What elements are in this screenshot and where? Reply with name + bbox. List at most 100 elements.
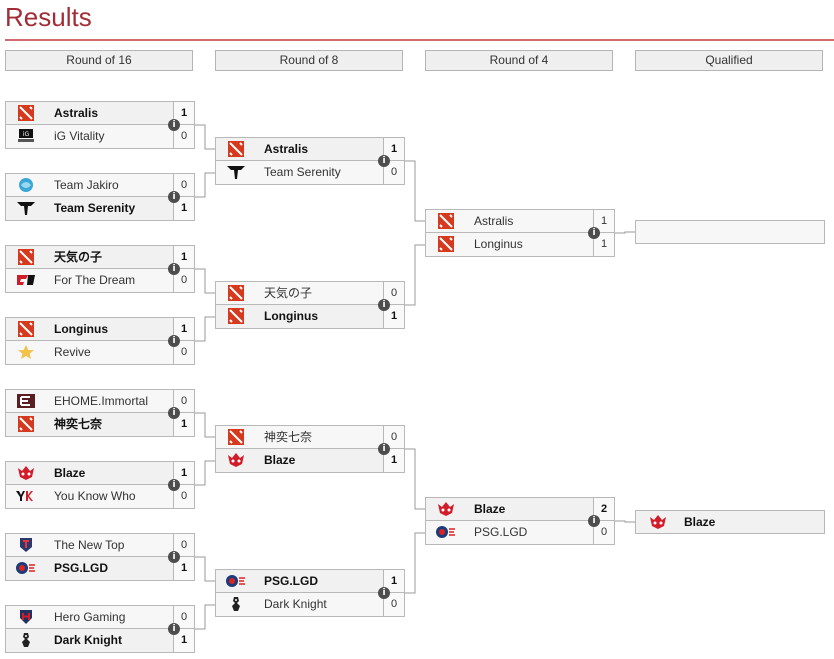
team-score: 1 xyxy=(173,413,194,436)
team-name: Team Jakiro xyxy=(54,178,119,192)
info-icon[interactable]: i xyxy=(378,155,390,167)
info-icon[interactable]: i xyxy=(168,191,180,203)
team-score: 0 xyxy=(173,485,194,508)
dark-knight-logo xyxy=(16,632,36,648)
info-icon[interactable]: i xyxy=(588,227,600,239)
team-name: Blaze xyxy=(54,466,86,480)
hero-gaming-logo xyxy=(16,609,36,625)
team-slot[interactable]: For The Dream 0 xyxy=(5,269,195,293)
team-slot[interactable]: Blaze 1 xyxy=(5,461,195,485)
team-score: 1 xyxy=(173,318,194,340)
team-score: 1 xyxy=(173,629,194,652)
team-score: 0 xyxy=(173,269,194,292)
qualified-slot-empty xyxy=(635,220,825,244)
info-icon[interactable]: i xyxy=(168,551,180,563)
psg-lgd-logo xyxy=(226,573,246,589)
team-score: 1 xyxy=(173,197,194,220)
dota-icon xyxy=(226,308,246,324)
info-icon[interactable]: i xyxy=(168,119,180,131)
dota-icon xyxy=(16,249,36,265)
team-score: 0 xyxy=(383,161,404,184)
dota-icon xyxy=(226,285,246,301)
info-icon[interactable]: i xyxy=(588,515,600,527)
team-name: 神奕七奈 xyxy=(54,417,103,431)
info-icon[interactable]: i xyxy=(378,587,390,599)
team-score: 0 xyxy=(173,125,194,148)
ehome-logo xyxy=(16,393,36,409)
team-name: EHOME.Immortal xyxy=(54,394,149,408)
blaze-logo xyxy=(436,501,456,517)
info-icon[interactable]: i xyxy=(168,407,180,419)
team-name: 天気の子 xyxy=(264,286,313,300)
team-name: 天気の子 xyxy=(54,250,103,264)
revive-logo xyxy=(16,344,36,360)
team-slot[interactable]: Team Serenity 1 xyxy=(5,197,195,221)
round-header-r8: Round of 8 xyxy=(215,50,403,71)
round-header-qualified: Qualified xyxy=(635,50,823,71)
team-name: For The Dream xyxy=(54,273,136,287)
info-icon[interactable]: i xyxy=(168,263,180,275)
team-slot[interactable]: 神奕七奈 1 xyxy=(5,413,195,437)
dota-icon xyxy=(436,213,456,229)
team-score: 0 xyxy=(173,390,194,412)
team-slot[interactable]: 天気の子 1 xyxy=(5,245,195,269)
info-icon[interactable]: i xyxy=(378,299,390,311)
round-header-r16: Round of 16 xyxy=(5,50,193,71)
new-top-logo xyxy=(16,537,36,553)
qualified-team-name: Blaze xyxy=(684,515,716,529)
team-score: 0 xyxy=(173,606,194,628)
team-slot[interactable]: EHOME.Immortal 0 xyxy=(5,389,195,413)
for-the-dream-logo xyxy=(16,272,36,288)
team-score: 0 xyxy=(173,534,194,556)
team-score: 0 xyxy=(383,593,404,616)
team-score: 1 xyxy=(173,462,194,484)
team-name: Dark Knight xyxy=(264,597,327,611)
team-score: 1 xyxy=(593,233,614,256)
info-icon[interactable]: i xyxy=(168,623,180,635)
team-jakiro-logo xyxy=(16,177,36,193)
info-icon[interactable]: i xyxy=(378,443,390,455)
team-slot[interactable]: Dark Knight 0 xyxy=(215,593,405,617)
info-icon[interactable]: i xyxy=(168,479,180,491)
qualified-slot[interactable]: Blaze xyxy=(635,510,825,534)
title-divider xyxy=(5,39,834,41)
dota-icon xyxy=(16,321,36,337)
team-score: 0 xyxy=(593,521,614,544)
team-name: Revive xyxy=(54,345,91,359)
dota-icon xyxy=(16,105,36,121)
team-score: 1 xyxy=(173,246,194,268)
page-title: Results xyxy=(5,2,92,32)
team-name: Team Serenity xyxy=(54,201,136,215)
info-icon[interactable]: i xyxy=(168,335,180,347)
blaze-logo xyxy=(226,452,246,468)
